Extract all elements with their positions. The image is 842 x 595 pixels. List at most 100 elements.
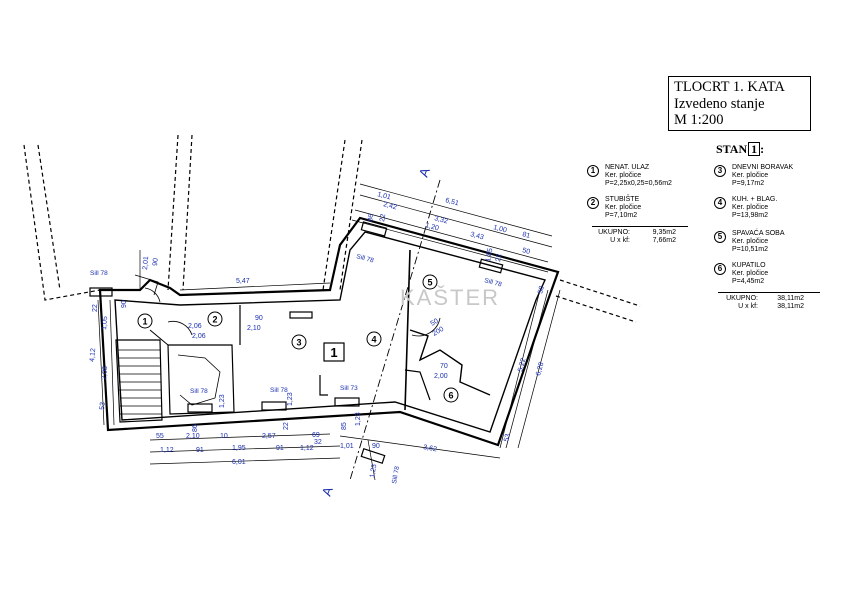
sill-label: Sill 78 (190, 388, 208, 395)
dim-label: 3,62 (423, 444, 438, 453)
dim-label: 1,20 (424, 222, 439, 232)
dim-lines-top (351, 183, 553, 273)
dim-label: 55 (156, 433, 164, 440)
sill-label: Sill 78 (391, 465, 401, 484)
room-marker-3-label: 3 (296, 338, 301, 348)
dim-label: 69 (312, 432, 320, 439)
dim-label: 2,06 (188, 323, 202, 330)
dim-label: 53 (503, 433, 512, 442)
divider-right (718, 292, 820, 293)
room-marker-1 (137, 313, 153, 329)
door-swing-2 (167, 321, 193, 336)
title-line-3: M 1:200 (674, 112, 724, 128)
window-sill-1 (89, 287, 113, 297)
dim-label: 90 (152, 258, 160, 266)
dim-label: 22 (283, 422, 290, 430)
dim-label: 85 (341, 422, 348, 430)
legend-number: 4 (714, 197, 726, 209)
dim-label: 2,01 (142, 256, 150, 270)
dim-label: 81 (521, 231, 530, 240)
dim-label: 1,05 (101, 316, 109, 330)
dim-label: 90 (372, 443, 380, 450)
sill-label: Sill 78 (270, 387, 288, 394)
room-marker-2 (207, 311, 223, 327)
dim-label: 50 (521, 247, 530, 256)
dim-lines-left (97, 250, 141, 426)
dim-label: 2,57 (262, 433, 276, 440)
legend-room-finish: Ker. pločice (732, 270, 769, 278)
dim-label: 2,10 (247, 325, 261, 332)
total-value: 7,66m2 (652, 237, 676, 245)
total-label: UKUPNO: (598, 229, 630, 236)
legend-room-name: KUPATILO (732, 262, 766, 269)
boundary-dashed-top-inner (339, 139, 363, 291)
legend-room-finish: Ker. pločice (732, 204, 769, 212)
apartment-marker-label: 1 (330, 345, 337, 360)
window-living-s (261, 401, 287, 411)
exterior-wall (98, 216, 560, 447)
room-marker-5-label: 5 (427, 278, 432, 288)
sill-labels: Sill 78 Sill 78 Sill 78 Sill 78 Sill 78 … (90, 253, 503, 484)
dim-label: 70 (440, 363, 448, 370)
totals-left: UKUPNO:9,35m2 U x kf:7,66m2 (582, 229, 676, 245)
dim-label: 86 (367, 213, 375, 222)
legend-number: 1 (587, 165, 599, 177)
divider-left (592, 226, 688, 227)
dim-label: 22 (495, 253, 503, 262)
dim-label: 32 (314, 439, 322, 446)
dim-label: 50 (537, 285, 546, 294)
dim-label: 91 (276, 445, 284, 452)
dim-lines-right (499, 289, 561, 449)
dim-lines-bottom (149, 433, 501, 481)
apartment-label: STAN (716, 142, 748, 156)
dim-label: 6,01 (232, 459, 246, 466)
sill-label: Sill 78 (90, 270, 108, 277)
room-marker-1-label: 1 (142, 317, 147, 327)
dim-label: 10 (220, 433, 228, 440)
dim-label: 1,01 (376, 191, 391, 201)
window-bed-n (478, 258, 504, 274)
window-kitchen-s (334, 397, 360, 407)
dim-label: 2,42 (382, 201, 397, 211)
boundary-dashed-mid (167, 134, 179, 291)
dim-label: 86 (192, 424, 199, 432)
wall-5-6 (409, 329, 491, 396)
legend-room-finish: Ker. pločice (732, 172, 769, 180)
section-mark-top: A (416, 165, 433, 179)
dim-label: 1,95 (232, 445, 246, 452)
room-marker-2-label: 2 (212, 315, 217, 325)
dim-label: 1,23 (287, 392, 294, 406)
dim-label: 1,00 (492, 224, 507, 234)
apartment-number: 1 (748, 142, 761, 156)
interior-wall-line (114, 231, 546, 433)
entry-wall (149, 329, 169, 346)
boundary-dashed-top (322, 139, 346, 291)
dim-label: 6,28 (535, 361, 545, 376)
stair-treads (118, 349, 162, 415)
legend-room-finish: Ker. pločice (605, 172, 642, 180)
dim-label: 3,43 (469, 231, 484, 241)
total-label: U x kf: (610, 237, 630, 245)
wall-4-5 (404, 249, 411, 411)
dim-label: 3,32 (433, 215, 448, 225)
boundary-dashed-left (23, 144, 101, 301)
section-mark-bottom: A (319, 484, 336, 498)
wall-stub (319, 375, 328, 396)
dim-label: 1,01 (340, 443, 354, 450)
apartment-marker-box (323, 342, 345, 362)
sill-label: Sill 78 (483, 277, 502, 288)
legend-number: 2 (587, 197, 599, 209)
dim-label: 90 (121, 300, 128, 308)
total-value: 38,11m2 (777, 295, 804, 302)
legend-room-area: P=10,51m2 (732, 246, 768, 254)
dim-label: 200 (432, 326, 446, 338)
total-label: U x kf: (738, 303, 758, 311)
legend-room-name: KUH. + BLAG. (732, 196, 778, 203)
window-sw (360, 448, 386, 464)
boundary-dashed-right (559, 279, 641, 307)
dim-label: 1,12 (160, 447, 174, 454)
legend-number: 3 (714, 165, 726, 177)
title-line-2: Izvedeno stanje (674, 95, 765, 112)
stair-spiral-box (167, 344, 235, 415)
